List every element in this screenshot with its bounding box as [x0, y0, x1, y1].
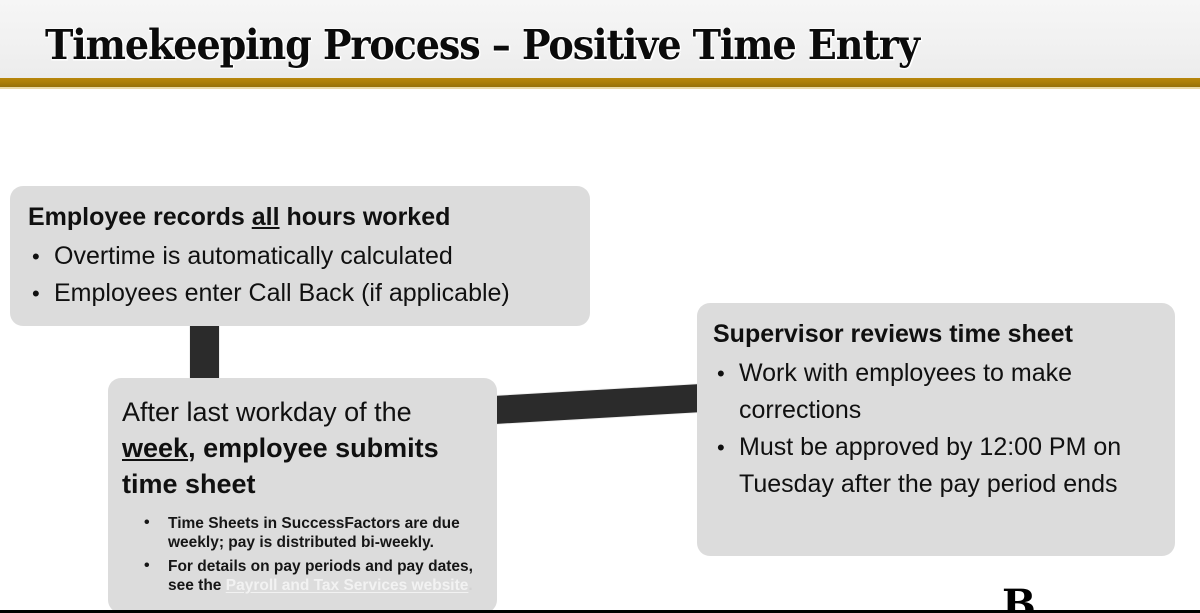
- header-band: [0, 0, 1200, 78]
- submits-heading-bold: , employee submits time sheet: [122, 433, 439, 499]
- page-title: Timekeeping Process – Positive Time Entr…: [45, 21, 920, 69]
- employee-heading-pre: Employee records: [28, 203, 252, 231]
- supervisor-bullet-list: Work with employees to make corrections …: [713, 355, 1159, 503]
- sub-bullet-text: Time Sheets in SuccessFactors are due we…: [168, 515, 460, 551]
- employee-bullet-list: Overtime is automatically calculated Emp…: [28, 238, 572, 312]
- list-item: Work with employees to make corrections: [713, 355, 1159, 429]
- header-gold-rule-highlight: [0, 87, 1200, 89]
- flow-box-supervisor-reviews: Supervisor reviews time sheet Work with …: [697, 303, 1175, 556]
- bottom-edge-rule: [0, 610, 1200, 613]
- list-item: Must be approved by 12:00 PM on Tuesday …: [713, 429, 1159, 503]
- list-item: Employees enter Call Back (if applicable…: [28, 275, 572, 312]
- submits-heading-underlined: week: [122, 433, 189, 463]
- footer-partial-logo-glyph: B: [1002, 585, 1036, 610]
- flow-box-employee-records: Employee records all hours worked Overti…: [10, 186, 590, 326]
- employee-heading-post: hours worked: [279, 203, 451, 231]
- list-item: For details on pay periods and pay dates…: [122, 556, 481, 595]
- connector-employee-to-submits: [190, 326, 219, 380]
- flow-box-employee-submits: After last workday of the week, employee…: [108, 378, 497, 613]
- employee-box-heading: Employee records all hours worked: [28, 202, 572, 232]
- header-gold-rule: [0, 78, 1200, 87]
- supervisor-box-heading: Supervisor reviews time sheet: [713, 320, 1073, 348]
- sub-bullet-text-tail: .: [468, 577, 473, 594]
- employee-heading-underlined: all: [251, 203, 280, 231]
- connector-submits-to-supervisor: [493, 384, 701, 424]
- payroll-tax-services-link[interactable]: Payroll and Tax Services website: [225, 577, 469, 594]
- submits-heading-regular: After last workday of the: [122, 397, 412, 427]
- sub-bullet-text: For details on pay periods and pay dates…: [168, 558, 473, 594]
- submits-sub-bullet-list: Time Sheets in SuccessFactors are due we…: [122, 513, 481, 595]
- submits-box-heading: After last workday of the week, employee…: [122, 394, 481, 502]
- list-item: Time Sheets in SuccessFactors are due we…: [122, 513, 481, 552]
- list-item: Overtime is automatically calculated: [28, 238, 572, 275]
